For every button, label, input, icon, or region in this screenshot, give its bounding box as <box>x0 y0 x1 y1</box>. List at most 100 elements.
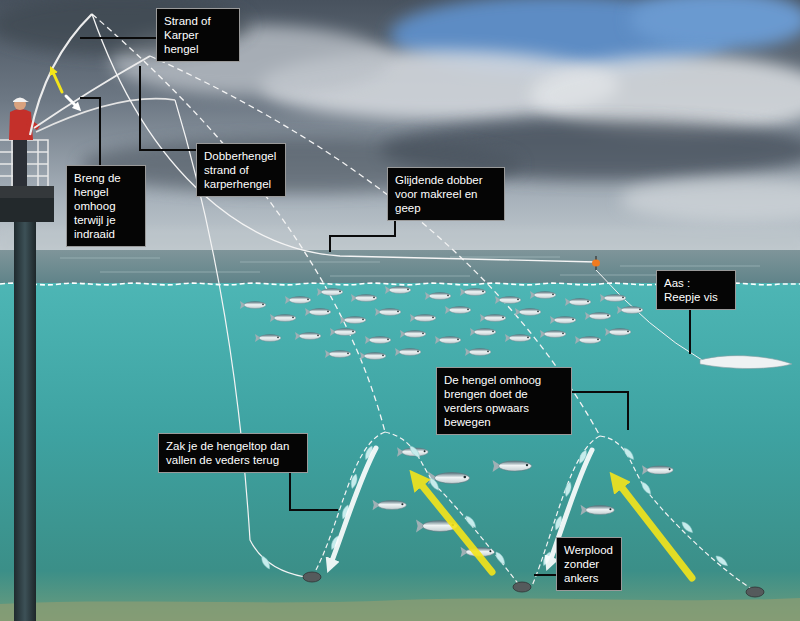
ripple <box>60 257 760 276</box>
fishing-line <box>150 56 600 436</box>
fish <box>642 465 673 475</box>
rig-line <box>385 432 520 586</box>
fish <box>540 330 566 338</box>
rig-line <box>600 436 755 591</box>
callout-text: Strand of Karper hengel <box>164 14 232 56</box>
fish <box>325 350 351 358</box>
fishing-line <box>175 100 305 577</box>
fish <box>460 288 486 296</box>
fish <box>435 336 461 344</box>
fish <box>495 296 521 304</box>
fisherman-legs <box>13 138 27 186</box>
leader-lines <box>80 38 690 575</box>
rod <box>34 56 150 128</box>
fish <box>445 306 471 314</box>
fish <box>605 328 631 336</box>
fish <box>480 314 506 322</box>
fish <box>550 316 576 324</box>
water <box>0 283 800 621</box>
leader-line <box>689 308 691 354</box>
fish <box>581 505 615 515</box>
fish <box>530 291 556 299</box>
leader-line <box>572 392 628 430</box>
sinker <box>513 582 531 592</box>
float-body <box>592 260 600 267</box>
sea-bottom <box>0 598 800 621</box>
float <box>592 256 600 270</box>
fish <box>317 288 343 296</box>
fish <box>575 336 601 344</box>
fish <box>365 336 391 344</box>
fish <box>565 298 591 306</box>
leader-line <box>80 37 156 39</box>
feather <box>408 444 422 459</box>
bait-strip <box>700 356 792 369</box>
pier-deck <box>0 186 54 198</box>
callout-box: De hengel omhoog brengen doet de verders… <box>436 367 572 435</box>
sinkers <box>303 572 764 597</box>
feathers <box>260 444 729 570</box>
callout-box: Zak je de hengeltop dan vallen de veders… <box>158 433 308 473</box>
callout-box: Dobberhengel strand of karperhengel <box>196 143 286 197</box>
callout-text: Zak je de hengeltop dan vallen de veders… <box>166 439 300 467</box>
fish <box>360 352 386 360</box>
fish <box>295 332 321 340</box>
leader-line <box>290 470 338 510</box>
fish-school <box>240 286 643 360</box>
callout-box: Breng de hengel omhoog terwijl je indraa… <box>66 165 146 247</box>
callout-text: Glijdende dobber voor makreel en geep <box>395 173 497 215</box>
fish <box>400 330 426 338</box>
pier <box>0 140 54 621</box>
callout-text: Dobberhengel strand of karperhengel <box>204 149 278 191</box>
down-arrow <box>330 448 376 566</box>
fish <box>340 316 366 324</box>
fish <box>395 348 421 356</box>
feather <box>714 554 729 568</box>
feather <box>260 555 272 571</box>
fish <box>373 500 407 510</box>
ripples <box>60 257 760 276</box>
fish <box>330 328 356 336</box>
pier-post <box>14 196 36 621</box>
leader-line <box>80 98 100 165</box>
rig-line <box>312 432 385 577</box>
sinker <box>746 587 764 597</box>
rod <box>36 99 175 132</box>
feather <box>640 480 653 495</box>
fish <box>585 312 611 320</box>
callout-text: De hengel omhoog brengen doet de verders… <box>444 373 564 429</box>
fish <box>410 314 436 322</box>
leader-line <box>140 66 196 150</box>
feather <box>464 514 478 529</box>
leader-line <box>330 220 395 252</box>
callout-box: Glijdende dobber voor makreel en geep <box>387 167 505 221</box>
up-arrow <box>616 480 692 578</box>
blue-sky <box>630 0 800 50</box>
fish <box>385 286 411 294</box>
fish <box>465 348 491 356</box>
fish <box>240 301 266 309</box>
fish <box>375 308 401 316</box>
feather <box>622 446 636 461</box>
fish <box>493 460 532 472</box>
fish <box>425 292 451 300</box>
sinker <box>303 572 321 582</box>
fish <box>600 294 626 302</box>
fish-near-rigs <box>373 447 674 557</box>
callout-box: Aas : Reepje vis <box>656 270 736 310</box>
cloud <box>620 178 800 222</box>
fish <box>505 334 531 342</box>
up-arrow <box>52 70 62 92</box>
fisherman-cap <box>13 98 29 103</box>
pier-beam <box>0 198 54 222</box>
float-line <box>92 14 596 262</box>
fish <box>255 334 281 342</box>
fish <box>285 296 311 304</box>
callout-box: Werplood zonder ankers <box>556 537 622 591</box>
feather-rigs <box>312 432 755 591</box>
callout-text: Aas : Reepje vis <box>664 276 728 304</box>
callout-text: Breng de hengel omhoog terwijl je indraa… <box>74 171 138 241</box>
fish <box>515 308 541 316</box>
down-arrow <box>66 96 78 108</box>
